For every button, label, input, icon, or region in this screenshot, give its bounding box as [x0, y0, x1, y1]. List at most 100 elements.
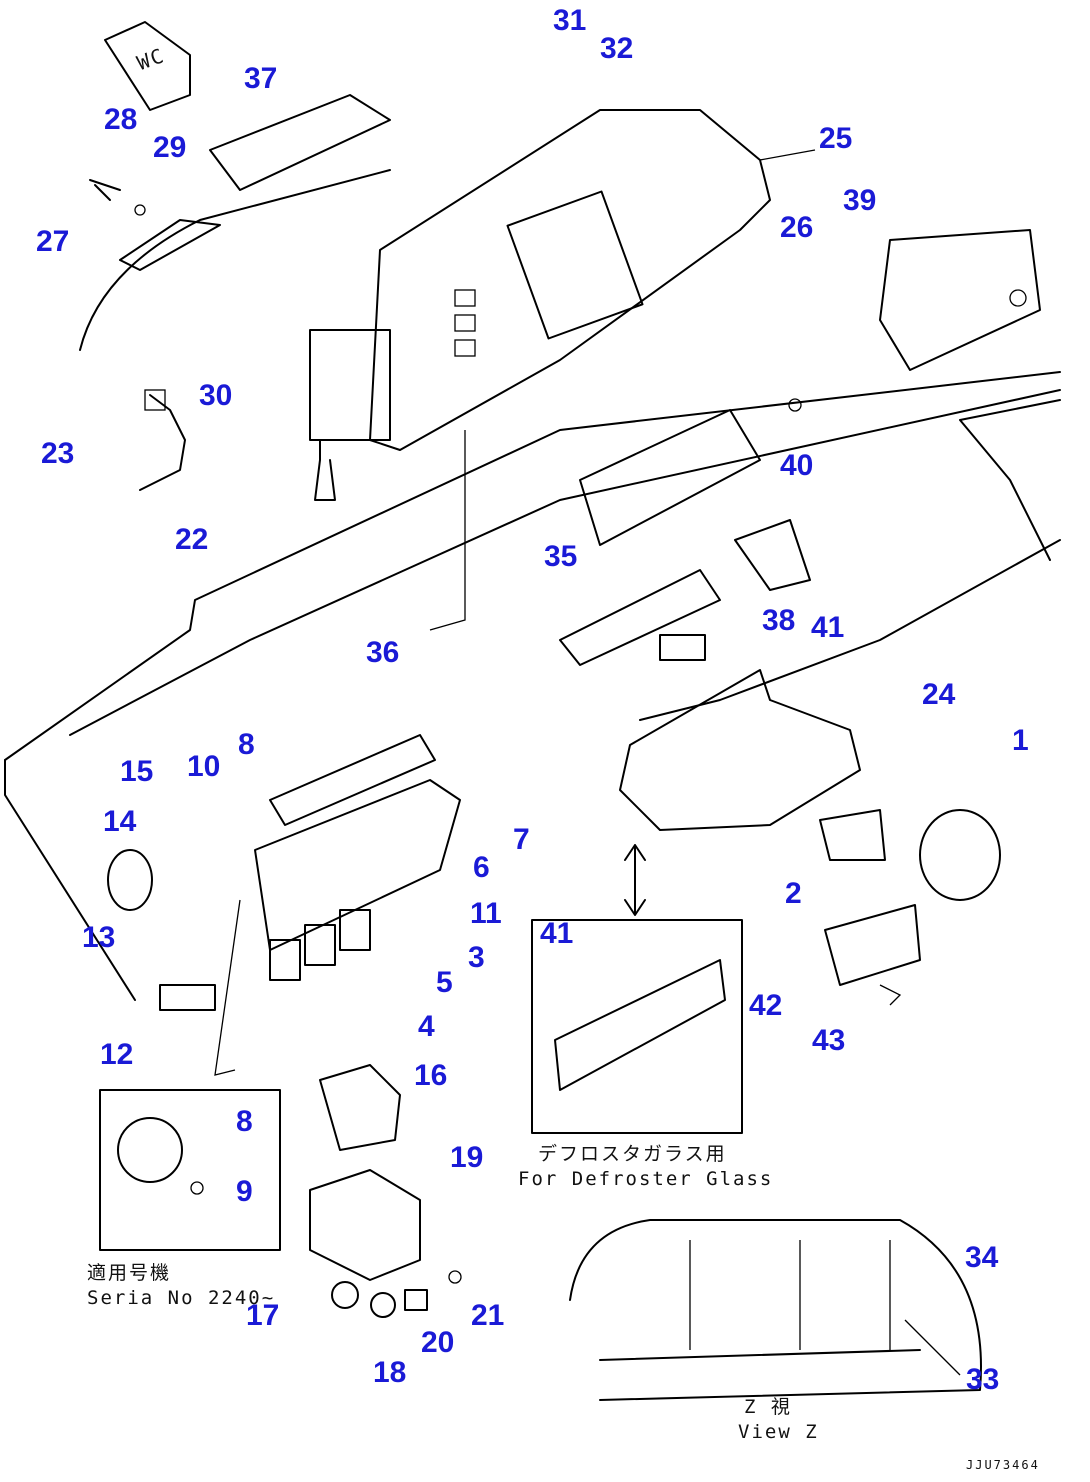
leader-25: [759, 149, 816, 161]
callout-22: 22: [175, 523, 209, 556]
callout-26: 26: [780, 211, 814, 244]
leader-33: [904, 1319, 961, 1376]
callout-15: 15: [120, 755, 154, 788]
defroster-panel: [554, 959, 726, 1091]
view-z-floor: [599, 1349, 921, 1361]
callout-12: 12: [100, 1038, 134, 1071]
front-panel-24: [619, 669, 861, 831]
callout-42: 42: [749, 989, 783, 1022]
buzzer-14: [107, 849, 153, 911]
panel-switch-2: [454, 314, 476, 332]
callout-25: 25: [819, 122, 853, 155]
callout-34: 34: [965, 1241, 999, 1274]
callout-10: 10: [187, 750, 221, 783]
defroster-caption-en: For Defroster Glass: [518, 1168, 774, 1190]
callout-39: 39: [843, 184, 877, 217]
sub-panel: [579, 409, 761, 546]
screw-28: [89, 179, 121, 201]
inset-defroster-frame: [531, 919, 743, 1134]
callout-8-inset: 8: [236, 1105, 253, 1138]
serial-caption-en: Seria No 2240~: [87, 1287, 276, 1309]
panel-39-hole: [1009, 289, 1027, 307]
callout-36: 36: [366, 636, 400, 669]
callout-28: 28: [104, 103, 138, 136]
relay-19: [309, 1169, 421, 1281]
wire-harness: [79, 169, 391, 351]
dashboard-inner-edge: [69, 389, 1061, 736]
view-z-caption-en: View Z: [738, 1421, 819, 1443]
callout-19: 19: [450, 1141, 484, 1174]
callout-18: 18: [373, 1356, 407, 1389]
callout-13: 13: [82, 921, 116, 954]
callout-2: 2: [785, 877, 802, 910]
callout-27: 27: [36, 225, 70, 258]
callout-29: 29: [153, 131, 187, 164]
bracket-27: [119, 219, 221, 271]
callout-40: 40: [780, 449, 814, 482]
bezel-36: [269, 734, 436, 826]
view-z-outline: [569, 1219, 982, 1401]
dashboard-left-edge: [4, 759, 136, 1001]
callout-9: 9: [236, 1175, 253, 1208]
callout-6: 6: [473, 851, 490, 884]
callout-41-inset: 41: [540, 917, 574, 950]
grommet-18: [370, 1292, 396, 1318]
control-box-connector: [314, 439, 336, 501]
cover-37: [209, 94, 391, 191]
dashboard-top-edge: [4, 371, 1061, 761]
callout-35: 35: [544, 540, 578, 573]
callout-37: 37: [244, 62, 278, 95]
switch-a: [269, 939, 301, 981]
callout-17: 17: [246, 1299, 280, 1332]
switch-c: [339, 909, 371, 951]
callout-30: 30: [199, 379, 233, 412]
washer-21: [448, 1270, 462, 1284]
relay-16: [319, 1064, 401, 1151]
switch-b: [304, 924, 336, 966]
callout-8: 8: [238, 728, 255, 761]
switch-12: [159, 984, 216, 1011]
callout-33: 33: [966, 1363, 1000, 1396]
screw-40: [788, 398, 802, 412]
lighter-socket: [734, 519, 811, 591]
serial-caption-jp: 適用号機: [87, 1262, 172, 1284]
bezel-35: [559, 569, 721, 666]
leader-12-arrow: [214, 899, 241, 1076]
control-box: [309, 329, 391, 441]
switch-38: [659, 634, 706, 661]
rear-panel-25: [369, 109, 771, 451]
callout-43: 43: [812, 1024, 846, 1057]
grommet-17: [331, 1281, 359, 1309]
callout-7: 7: [513, 823, 530, 856]
leader-36: [429, 430, 466, 631]
panel-switch-1: [454, 289, 476, 307]
callout-3: 3: [468, 941, 485, 974]
callout-16: 16: [414, 1059, 448, 1092]
double-arrow: [624, 844, 646, 916]
callout-4: 4: [418, 1010, 435, 1043]
switch-panel-42: [824, 904, 921, 986]
dashboard-lower-edge: [639, 539, 1061, 721]
panel-display: [506, 190, 644, 340]
screw-43: [879, 984, 902, 1006]
callout-38: 38: [762, 604, 796, 637]
view-z-caption-jp: Z 視: [744, 1396, 792, 1418]
washer-9: [190, 1181, 204, 1195]
bolt-20: [404, 1289, 428, 1311]
buzzer-8: [117, 1117, 183, 1183]
callout-21: 21: [471, 1299, 505, 1332]
callout-14: 14: [103, 805, 137, 838]
callout-32: 32: [600, 32, 634, 65]
wc-tag-shape: [104, 21, 191, 111]
drawing-id: JJU73464: [966, 1458, 1040, 1472]
callout-20: 20: [421, 1326, 455, 1359]
callout-23: 23: [41, 437, 75, 470]
callout-31: 31: [553, 4, 587, 37]
wire-22: [139, 394, 186, 491]
switch-cluster: [254, 779, 461, 951]
panel-switch-3: [454, 339, 476, 357]
ignition-1: [919, 809, 1001, 901]
panel-39: [879, 229, 1041, 371]
